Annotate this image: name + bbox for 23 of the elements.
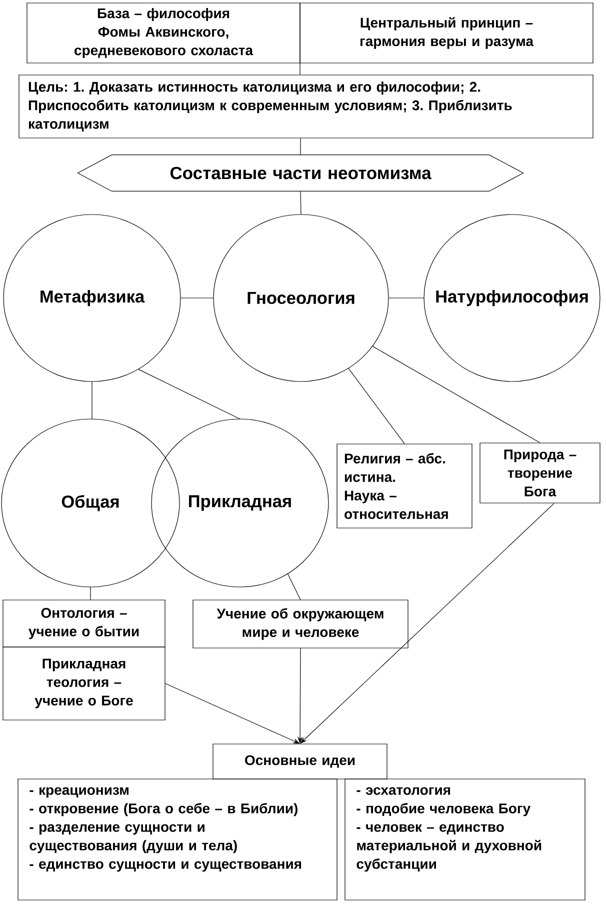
connector-line xyxy=(287,573,301,600)
circle-node: Гносеология xyxy=(213,214,389,382)
text-box: Природа – творение Бога xyxy=(480,442,600,504)
circle-node: Прикладная xyxy=(151,418,329,588)
text-box: Учение об окружающем мире и человеке xyxy=(192,600,408,648)
text-box: Прикладная теология – учение о Боге xyxy=(2,646,166,720)
circle-node: Метафизика xyxy=(3,214,181,382)
connector-line xyxy=(348,368,405,444)
heading-box: Основные идеи xyxy=(212,744,388,780)
text-box: База – философия Фомы Аквинского, средневекового схоласта xyxy=(26,2,300,64)
text-box: Центральный принцип – гармония веры и разума xyxy=(300,2,594,64)
connector-line xyxy=(90,586,91,600)
connector-line xyxy=(300,138,301,156)
list-box: - эсхатология - подобие человека Богу - человек – единство материальной и духовной субстанции xyxy=(344,778,586,900)
text-box: Онтология – учение о бытии xyxy=(2,600,166,648)
list-box: - креационизм - откровение (Бога о себе – в Библии) - разделение сущности и существования (души и тела) - единство сущности и существования xyxy=(18,778,338,900)
connector-line xyxy=(300,190,302,215)
circle-node: Общая xyxy=(1,418,180,588)
circle-node: Натурфилософия xyxy=(424,214,600,382)
connector-line xyxy=(138,368,240,420)
text-box: Религия – абс. истина. Наука – относительная xyxy=(336,444,472,528)
connector-line xyxy=(372,346,540,443)
text-box: Цель: 1. Доказать истинность католицизма и его философии; 2. Приспособить католицизм к современным условиям; 3. Приблизить католицизм xyxy=(18,74,594,138)
